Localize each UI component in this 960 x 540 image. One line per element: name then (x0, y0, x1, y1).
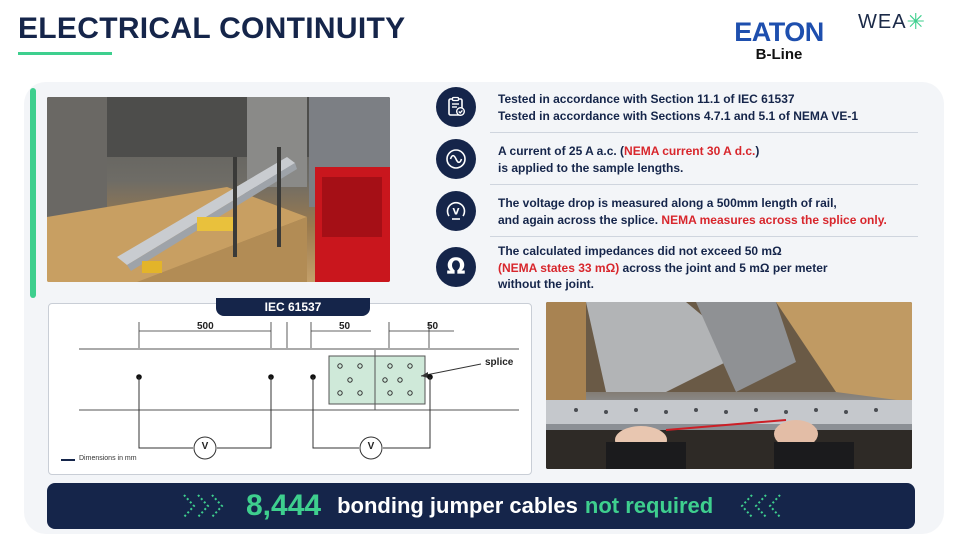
feature-text-span: Tested in accordance with Sections 4.7.1… (498, 108, 859, 123)
banner-highlight: not required (584, 493, 714, 518)
feature-text-red: (NEMA states 33 mΩ) (498, 260, 620, 275)
chevron-right-icon (180, 483, 228, 529)
feature-line: is applied to the sample lengths. (498, 160, 759, 177)
feature-text: A current of 25 A a.c. (NEMA current 30 … (498, 143, 759, 176)
feature-divider (490, 184, 918, 185)
banner-number: 8,444 (246, 489, 322, 522)
splice-label: splice (485, 357, 514, 368)
feature-text: The voltage drop is measured along a 500… (498, 195, 887, 228)
chevron-left-icon (736, 483, 784, 529)
wea-star-icon: ✳ (906, 9, 926, 34)
dimension-500: 500 (197, 321, 214, 332)
feature-text-span: is applied to the sample lengths. (498, 160, 684, 175)
feature-text-red: NEMA current 30 A d.c. (624, 144, 756, 158)
ohm-symbol: Ω (446, 254, 466, 280)
wea-logo: WEA✳ (858, 8, 926, 34)
banner-message: 8,444 bonding jumper cables not required (246, 483, 713, 529)
diagram-drawing (61, 322, 519, 461)
clipboard-check-icon (436, 87, 476, 127)
feature-line: without the joint. (498, 276, 828, 293)
voltmeter-symbol-left: V (201, 441, 209, 452)
dimension-50-right: 50 (427, 321, 439, 332)
eaton-logo-word: EATON (734, 17, 824, 47)
page-title: ELECTRICAL CONTINUITY (18, 12, 406, 45)
title-underline (18, 52, 112, 55)
eaton-logo: EATON B-Line (733, 18, 825, 64)
voltmeter-symbol-right: V (367, 441, 375, 452)
splice-measurement-photo (546, 302, 912, 469)
feature-text-span: and again across the splice. (498, 212, 662, 227)
feature-line: and again across the splice. NEMA measur… (498, 212, 887, 229)
feature-line: (NEMA states 33 mΩ) across the joint and… (498, 260, 828, 277)
voltmeter-icon: V (436, 191, 476, 231)
feature-voltage-drop: V The voltage drop is measured along a 5… (432, 187, 918, 237)
dimension-50-left: 50 (339, 321, 351, 332)
diagram-legend: Dimensions in mm (79, 455, 137, 462)
ac-wave-icon (436, 139, 476, 179)
feature-text-red: NEMA measures across the splice only. (661, 212, 887, 227)
splice-measurement-photo-image (546, 302, 912, 469)
feature-text: The calculated impedances did not exceed… (498, 243, 828, 293)
feature-current: A current of 25 A a.c. (NEMA current 30 … (432, 135, 918, 185)
svg-text:V: V (453, 208, 460, 218)
diagram-tab-label: IEC 61537 (216, 298, 370, 316)
panel-accent-bar (30, 88, 36, 298)
feature-divider (490, 236, 918, 237)
feature-line: Tested in accordance with Section 11.1 o… (498, 91, 858, 108)
feature-text: Tested in accordance with Section 11.1 o… (498, 91, 858, 124)
feature-impedance: Ω The calculated impedances did not exce… (432, 239, 918, 301)
ohm-icon: Ω (436, 247, 476, 287)
test-bench-photo (47, 97, 390, 282)
feature-text-span: The voltage drop is measured along a 500… (498, 196, 837, 210)
feature-text-span: Tested in accordance with Section 11.1 o… (498, 92, 795, 106)
wea-logo-text: WEA (858, 11, 907, 33)
feature-list: Tested in accordance with Section 11.1 o… (432, 83, 918, 305)
feature-text-span: across the joint and 5 mΩ per meter (619, 260, 828, 275)
banner-text: bonding jumper cables (337, 493, 578, 518)
feature-divider (490, 132, 918, 133)
feature-text-span: A current of 25 A a.c. ( (498, 144, 625, 158)
feature-line: The calculated impedances did not exceed… (498, 243, 828, 260)
iec-test-diagram: 500 50 50 splice V V Dimensions in mm (48, 303, 532, 475)
feature-line: Tested in accordance with Sections 4.7.1… (498, 108, 858, 125)
feature-line: A current of 25 A a.c. (NEMA current 30 … (498, 143, 759, 160)
feature-text-span: without the joint. (498, 277, 594, 291)
feature-line: The voltage drop is measured along a 500… (498, 195, 887, 212)
feature-iec-test: Tested in accordance with Section 11.1 o… (432, 83, 918, 133)
feature-text-span: The calculated impedances did not exceed… (498, 244, 782, 258)
test-bench-photo-image (47, 97, 390, 282)
eaton-logo-sub: B-Line (755, 46, 803, 63)
feature-text-span: ) (755, 144, 760, 158)
